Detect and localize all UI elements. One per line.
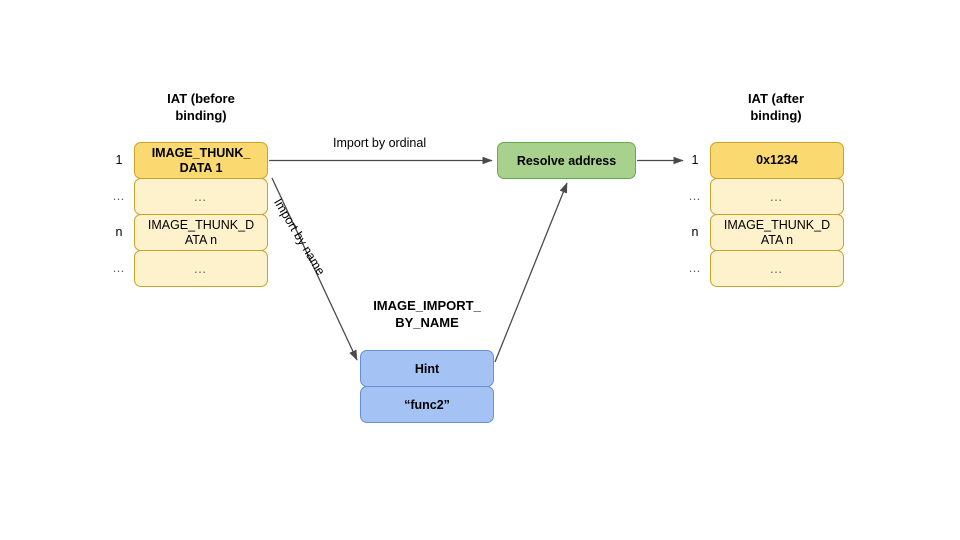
iat-after-row-index-2: …	[688, 189, 702, 203]
edge-name-to-resolve	[494, 182, 568, 363]
import-by-name-hint-cell[interactable]: Hint	[360, 350, 494, 387]
edge-label-import-by-ordinal: Import by ordinal	[333, 136, 427, 150]
image-import-by-name-title: IMAGE_IMPORT_ BY_NAME	[373, 298, 481, 330]
iat-after-title: IAT (after binding)	[747, 91, 805, 123]
iat-before-row-index-2: …	[112, 189, 126, 203]
iat-before-title: IAT (before binding)	[167, 91, 235, 123]
iat-before-row-index-4: …	[112, 261, 126, 275]
iat-after-cell-1[interactable]: 0x1234	[710, 142, 844, 179]
iat-after-cell-4[interactable]: …	[710, 250, 844, 287]
iat-after-row-index-1: 1	[691, 153, 699, 167]
edge-label-import-by-name: Import by name	[270, 196, 328, 278]
import-by-name-func-cell[interactable]: “func2”	[360, 386, 494, 423]
iat-after-row-index-4: …	[688, 261, 702, 275]
iat-after-cell-2[interactable]: …	[710, 178, 844, 215]
iat-before-cell-1[interactable]: IMAGE_THUNK_ DATA 1	[134, 142, 268, 179]
iat-before-row-index-1: 1	[115, 153, 123, 167]
resolve-address-box[interactable]: Resolve address	[497, 142, 636, 179]
iat-before-row-index-3: n	[115, 225, 123, 239]
iat-before-cell-2[interactable]: …	[134, 178, 268, 215]
iat-after-row-index-3: n	[691, 225, 699, 239]
iat-before-cell-3[interactable]: IMAGE_THUNK_D ATA n	[134, 214, 268, 251]
iat-after-cell-3[interactable]: IMAGE_THUNK_D ATA n	[710, 214, 844, 251]
iat-before-cell-4[interactable]: …	[134, 250, 268, 287]
